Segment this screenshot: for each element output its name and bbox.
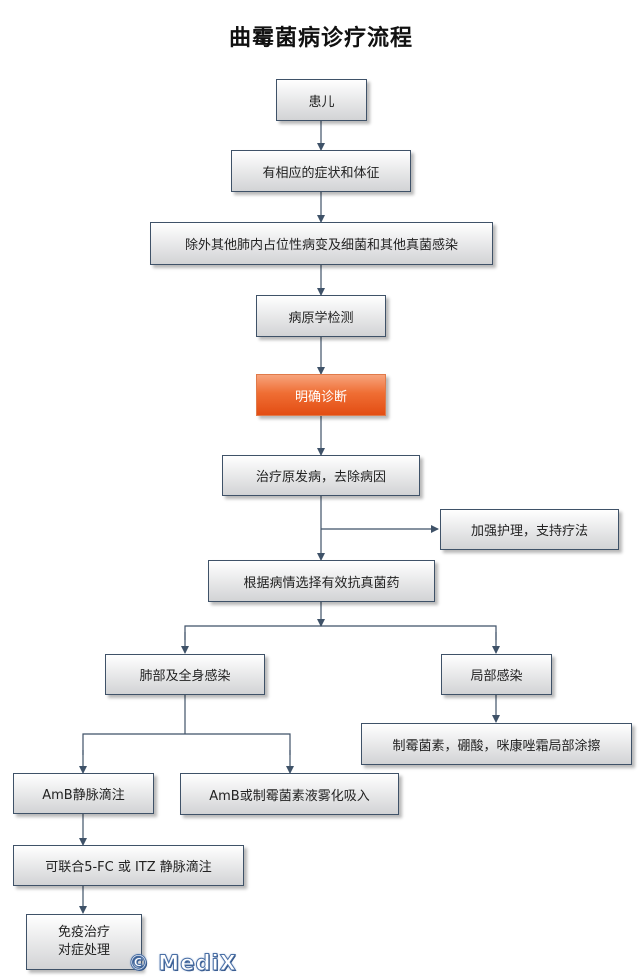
node-label: 根据病情选择有效抗真菌药: [243, 575, 400, 591]
node-label: 患儿: [308, 94, 335, 110]
node-label: 加强护理，支持疗法: [470, 524, 588, 539]
node-local-treatment: 制霉菌素，硼酸，咪康唑霜局部涂擦: [361, 723, 632, 765]
node-exclude: 除外其他肺内占位性病变及细菌和其他真菌感染: [150, 222, 493, 265]
node-choose-drug: 根据病情选择有效抗真菌药: [208, 560, 435, 602]
arrow-to-lung: [184, 625, 497, 640]
node-amb-iv: AmB静脉滴注: [13, 773, 154, 814]
node-label: AmB或制霉菌素液雾化吸入: [209, 788, 370, 804]
page-title: 曲霉菌病诊疗流程: [228, 26, 413, 51]
node-nursing: 加强护理，支持疗法: [440, 509, 619, 550]
node-label: 有相应的症状和体征: [262, 165, 380, 181]
node-treat-primary: 治疗原发病，去除病因: [222, 455, 420, 496]
node-label: 治疗原发病，去除病因: [255, 470, 386, 485]
node-label: 可联合5-FC 或 ITZ 静脉滴注: [45, 860, 212, 875]
node-combine: 可联合5-FC 或 ITZ 静脉滴注: [13, 845, 244, 886]
node-label: 局部感染: [470, 669, 523, 684]
node-label: 除外其他肺内占位性病变及细菌和其他真菌感染: [184, 238, 458, 253]
node-label: 制霉菌素，硼酸，咪康唑霜局部涂擦: [392, 738, 601, 754]
node-local: 局部感染: [441, 654, 552, 695]
node-patient: 患儿: [276, 79, 367, 121]
arrow-split-bar: [82, 733, 291, 755]
node-label: 病原学检测: [288, 310, 354, 326]
node-pathogen: 病原学检测: [256, 295, 386, 337]
node-amb-inhale: AmB或制霉菌素液雾化吸入: [180, 773, 399, 815]
node-symptoms: 有相应的症状和体征: [231, 150, 411, 192]
node-label: AmB静脉滴注: [42, 788, 125, 803]
node-label: 肺部及全身感染: [139, 669, 231, 684]
node-diagnosis: 明确诊断: [256, 374, 386, 416]
node-label: 明确诊断: [294, 389, 347, 405]
node-label-line1: 免疫治疗: [57, 925, 110, 940]
node-immune: 免疫治疗 对症处理: [26, 914, 142, 970]
node-label-line2: 对症处理: [57, 943, 110, 958]
node-lung-systemic: 肺部及全身感染: [105, 654, 265, 695]
watermark-logo: © MediX: [128, 951, 237, 976]
